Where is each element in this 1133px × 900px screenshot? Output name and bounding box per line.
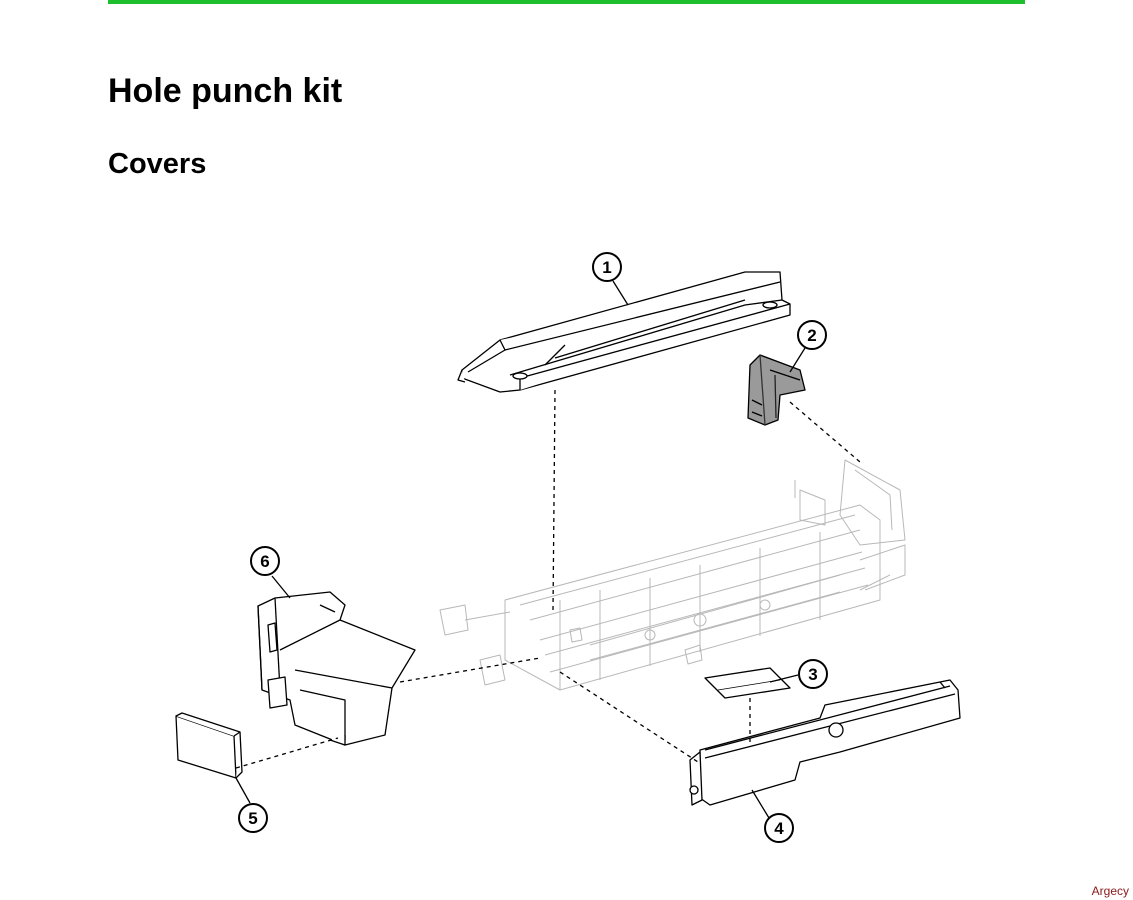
callout-5-label: 5 xyxy=(248,809,257,828)
callout-1: 1 xyxy=(592,252,622,282)
callout-3-label: 3 xyxy=(808,665,817,684)
watermark-text: Argecy xyxy=(1091,884,1129,898)
part-1-top-cover xyxy=(457,271,791,393)
callout-2: 2 xyxy=(797,320,827,350)
punch-mechanism-frame xyxy=(439,459,906,691)
callout-leaders xyxy=(235,280,806,819)
part-6-rear-cover xyxy=(257,591,416,746)
callout-2-label: 2 xyxy=(807,326,816,345)
callout-6-label: 6 xyxy=(260,552,269,571)
top-accent-rule xyxy=(108,0,1025,4)
callout-3: 3 xyxy=(798,659,828,689)
callout-5: 5 xyxy=(238,803,268,833)
callout-4: 4 xyxy=(764,813,794,843)
part-2-bracket-cover xyxy=(747,354,806,426)
section-heading: Covers xyxy=(108,148,207,180)
assembly-leader-lines xyxy=(235,389,861,769)
callout-4-label: 4 xyxy=(774,819,784,838)
part-5-side-panel xyxy=(175,712,243,779)
part-4-front-cover xyxy=(689,679,961,806)
page-title: Hole punch kit xyxy=(108,72,343,110)
callout-6: 6 xyxy=(250,546,280,576)
part-3-label xyxy=(704,667,791,699)
callout-1-label: 1 xyxy=(602,258,611,277)
